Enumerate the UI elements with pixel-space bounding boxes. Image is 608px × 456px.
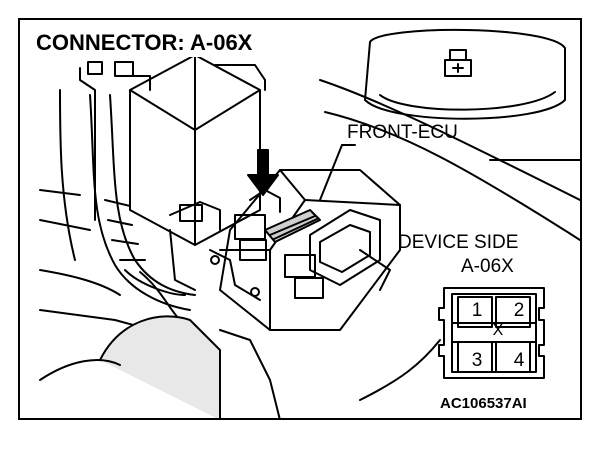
- connector-face: [438, 287, 545, 379]
- relay-box-drawing: [79, 54, 266, 246]
- front-ecu-drawing: [169, 169, 401, 331]
- connector-arrow: [247, 149, 279, 196]
- connector-pin-1: 1: [471, 300, 483, 321]
- reservoir-drawing: [364, 28, 566, 120]
- connector-pin-3: 3: [471, 350, 483, 371]
- front-ecu-label: FRONT-ECU: [347, 122, 458, 143]
- front-ecu-leader-line: [319, 144, 356, 201]
- device-code-label: A-06X: [461, 256, 514, 277]
- connector-pin-4: 4: [513, 350, 525, 371]
- device-side-label: DEVICE SIDE: [398, 232, 519, 253]
- wiring-harness-drawing: [39, 89, 196, 336]
- engine-bay-illustration: [39, 28, 580, 418]
- reference-code: AC106537AI: [438, 395, 529, 412]
- connector-center-mark: X: [492, 322, 504, 339]
- connector-pin-2: 2: [513, 300, 525, 321]
- page-title: CONNECTOR: A-06X: [34, 29, 255, 57]
- connector-figure: CONNECTOR: A-06X FRONT-ECU DEVICE SIDE A…: [18, 18, 582, 420]
